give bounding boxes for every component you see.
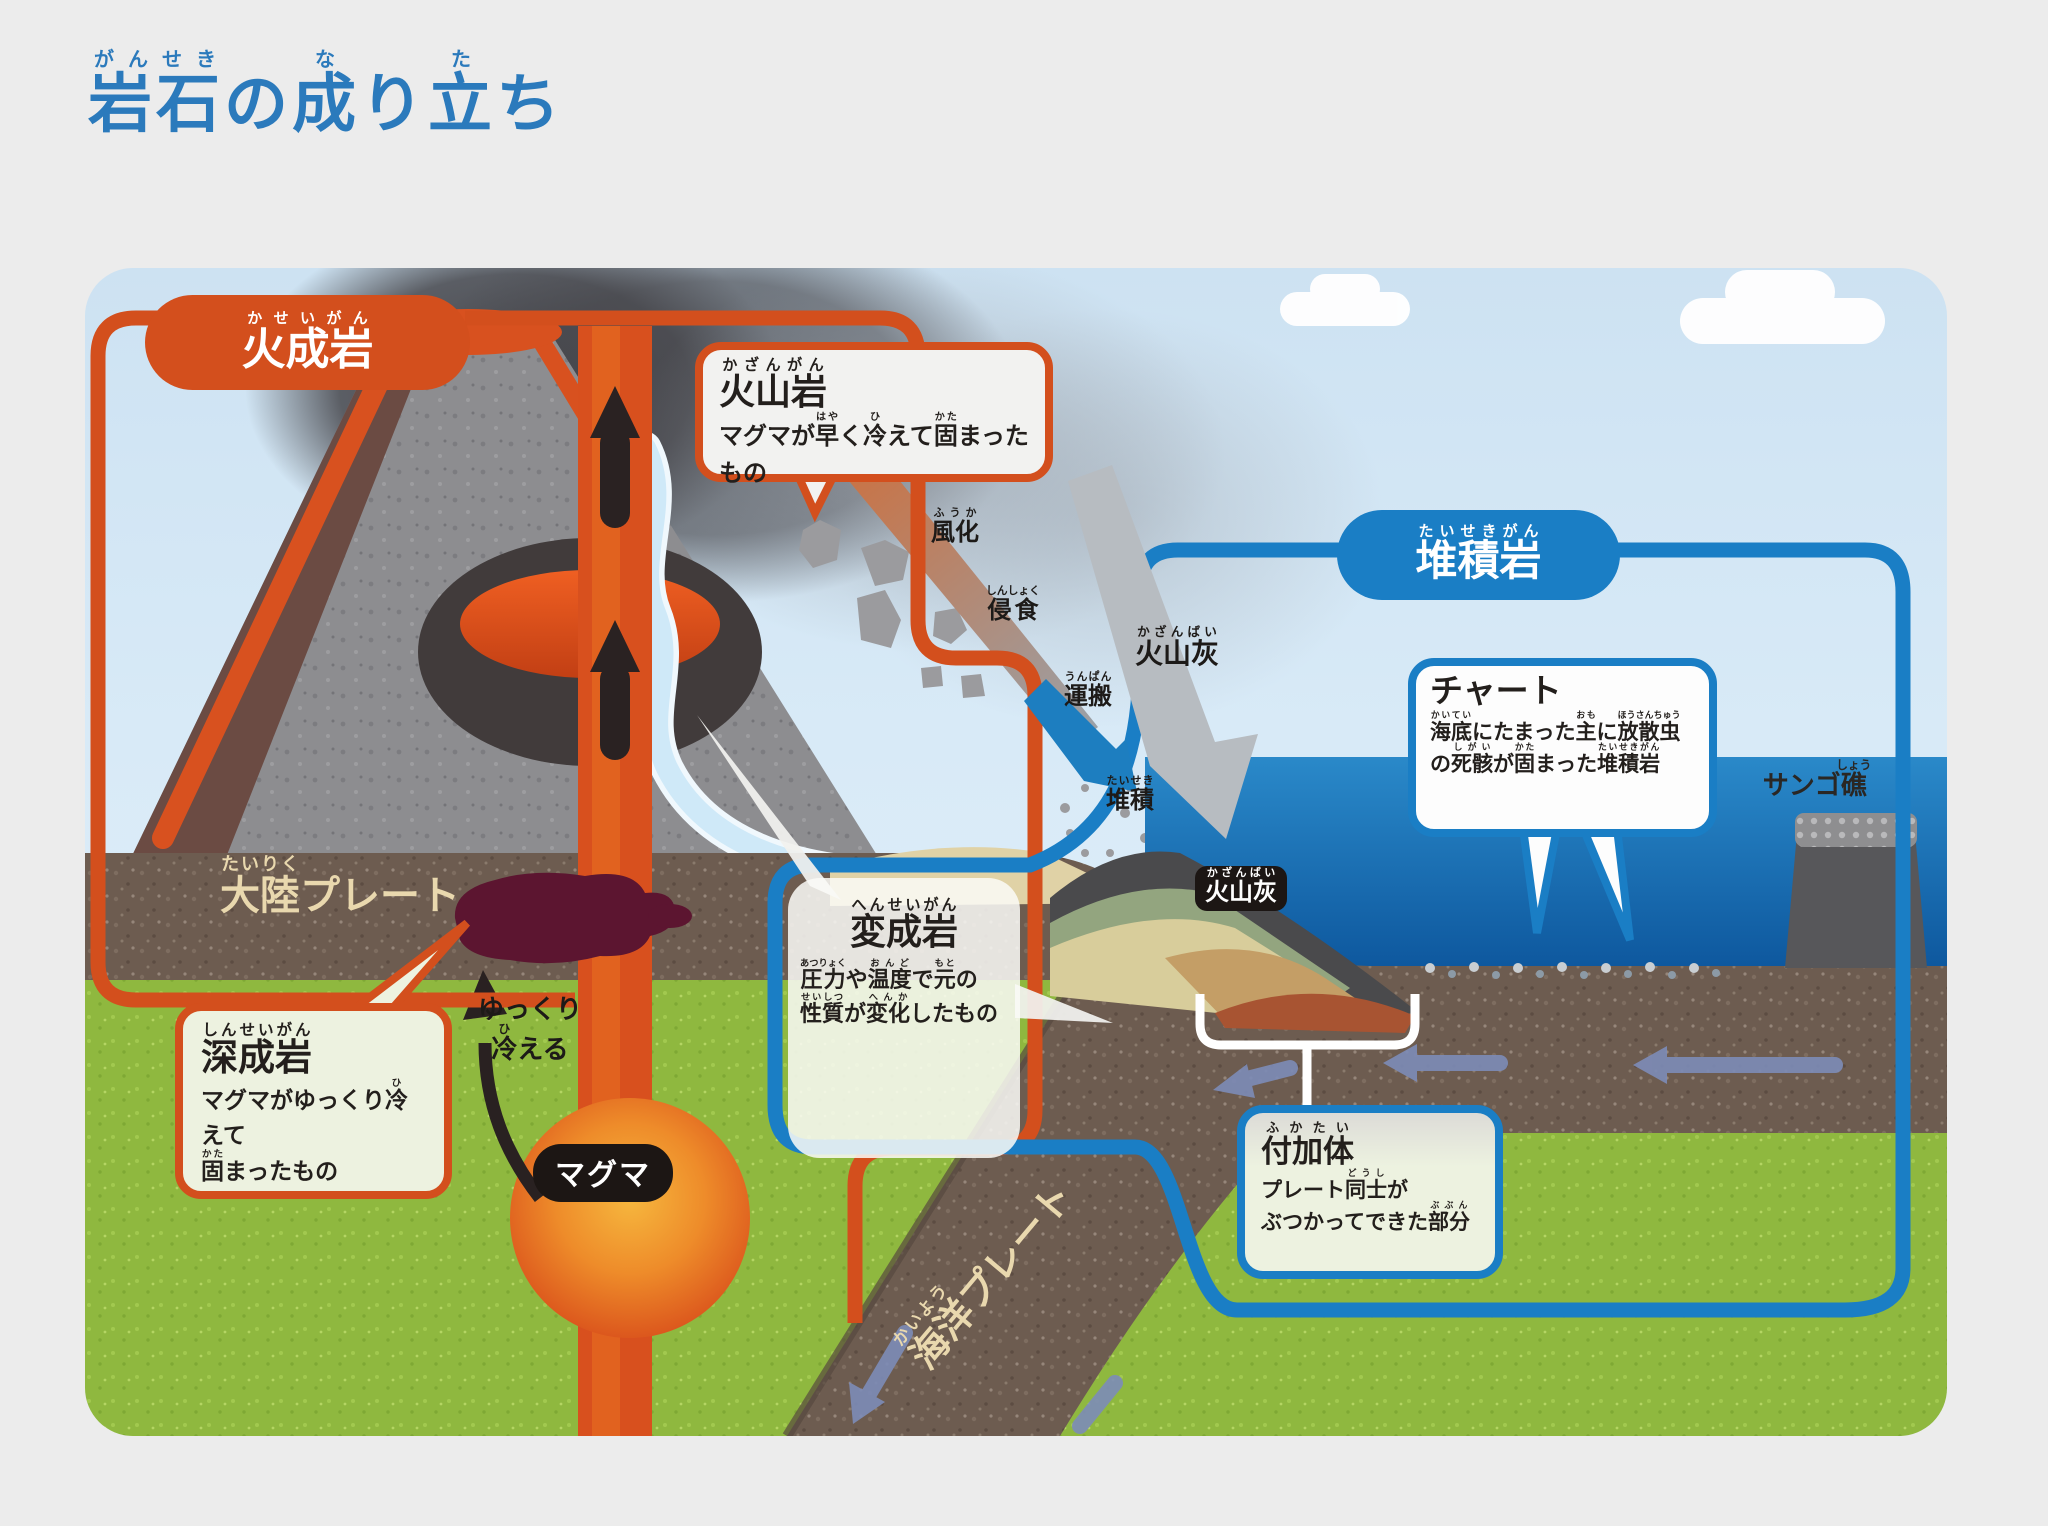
page-title: 岩石がんせきの成なり立たち <box>88 47 564 142</box>
callout-chert-title: チャート <box>1430 671 1562 710</box>
transport-arrow <box>1024 679 1137 792</box>
label-weathering: 風化ふうか <box>931 506 979 546</box>
label-transport: 運搬うんぱん <box>1064 670 1112 710</box>
prism-bracket <box>1195 994 1420 1108</box>
pill-igneous-rock: 火成岩かせいがん <box>145 295 470 390</box>
cloud-icon <box>1280 270 1885 344</box>
label-slow-cooling: ゆっくり冷ひえる <box>477 995 582 1065</box>
pill-sedimentary-label: 堆積岩たいせきがん <box>1415 522 1542 585</box>
callout-accretionary-prism-body: プレート同士どうしがぶつかってできた部分ぶぶん <box>1261 1168 1470 1235</box>
callout-volcanic-rock-body: マグマが早はやく冷ひえて固かたまったもの <box>719 411 1029 487</box>
coral-reef-mound <box>1785 813 1927 968</box>
callout-volcanic-rock-title: 火山岩かざんがん <box>719 356 828 413</box>
callout-metamorphic-rock: 変成岩へんせいがん 圧力あつりょくや温度おんどで元もとの性質せいしつが変化へんか… <box>788 878 1020 1158</box>
badge-magma: マグマ <box>533 1144 673 1202</box>
label-continental-plate: 大陸たいりくプレート <box>220 854 460 919</box>
callout-tails <box>341 469 1634 1023</box>
callout-volcanic-rock: 火山岩かざんがん マグマが早はやく冷ひえて固かたまったもの <box>695 342 1053 487</box>
seafloor-pebbles <box>1425 962 1720 979</box>
accretionary-wedge <box>830 847 1415 1033</box>
pill-igneous-label: 火成岩かせいがん <box>241 308 374 375</box>
magma-rise-arrow-icon <box>590 386 640 760</box>
label-coral-reef: サンゴ礁しょう <box>1762 758 1872 801</box>
callout-plutonic-rock: 深成岩しんせいがん マグマがゆっくり冷ひえて固かたまったもの <box>175 1003 452 1199</box>
pluton <box>454 872 692 964</box>
callout-chert: チャート 海底かいていにたまった主おもに放散虫ほうさんちゅうの死骸しがいが固かた… <box>1408 658 1717 837</box>
scene-illustration <box>85 268 1947 1436</box>
diagram-panel: 火成岩かせいがん 堆積岩たいせきがん 火山岩かざんがん マグマが早はやく冷ひえて… <box>85 268 1947 1436</box>
callout-metamorphic-rock-title: 変成岩へんせいがん <box>849 896 958 953</box>
pill-sedimentary-rock: 堆積岩たいせきがん <box>1337 510 1620 600</box>
magma-chamber-ball <box>510 1098 750 1338</box>
callout-accretionary-prism: 付加体ふかたい プレート同士どうしがぶつかってできた部分ぶぶん <box>1237 1105 1503 1279</box>
callout-plutonic-rock-title: 深成岩しんせいがん <box>201 1021 312 1079</box>
falling-rocks <box>799 520 985 698</box>
plate-motion-arrows <box>849 1044 1843 1434</box>
label-volcanic-ash: 火山灰かざんばい <box>1134 624 1219 670</box>
callout-accretionary-prism-title: 付加体ふかたい <box>1261 1121 1354 1170</box>
ashfall-arrow <box>1068 465 1258 839</box>
label-deposition: 堆積たいせき <box>1106 774 1154 814</box>
badge-volcanic-ash: 火山灰かざんばい <box>1195 866 1287 911</box>
callout-metamorphic-rock-body: 圧力あつりょくや温度おんどで元もとの性質せいしつが変化へんかしたもの <box>800 957 999 1027</box>
callout-plutonic-rock-body: マグマがゆっくり冷ひえて固かたまったもの <box>201 1077 408 1186</box>
callout-chert-body: 海底かいていにたまった主おもに放散虫ほうさんちゅうの死骸しがいが固かたまった堆積… <box>1430 710 1681 777</box>
label-erosion: 侵食しんしょく <box>986 584 1040 624</box>
